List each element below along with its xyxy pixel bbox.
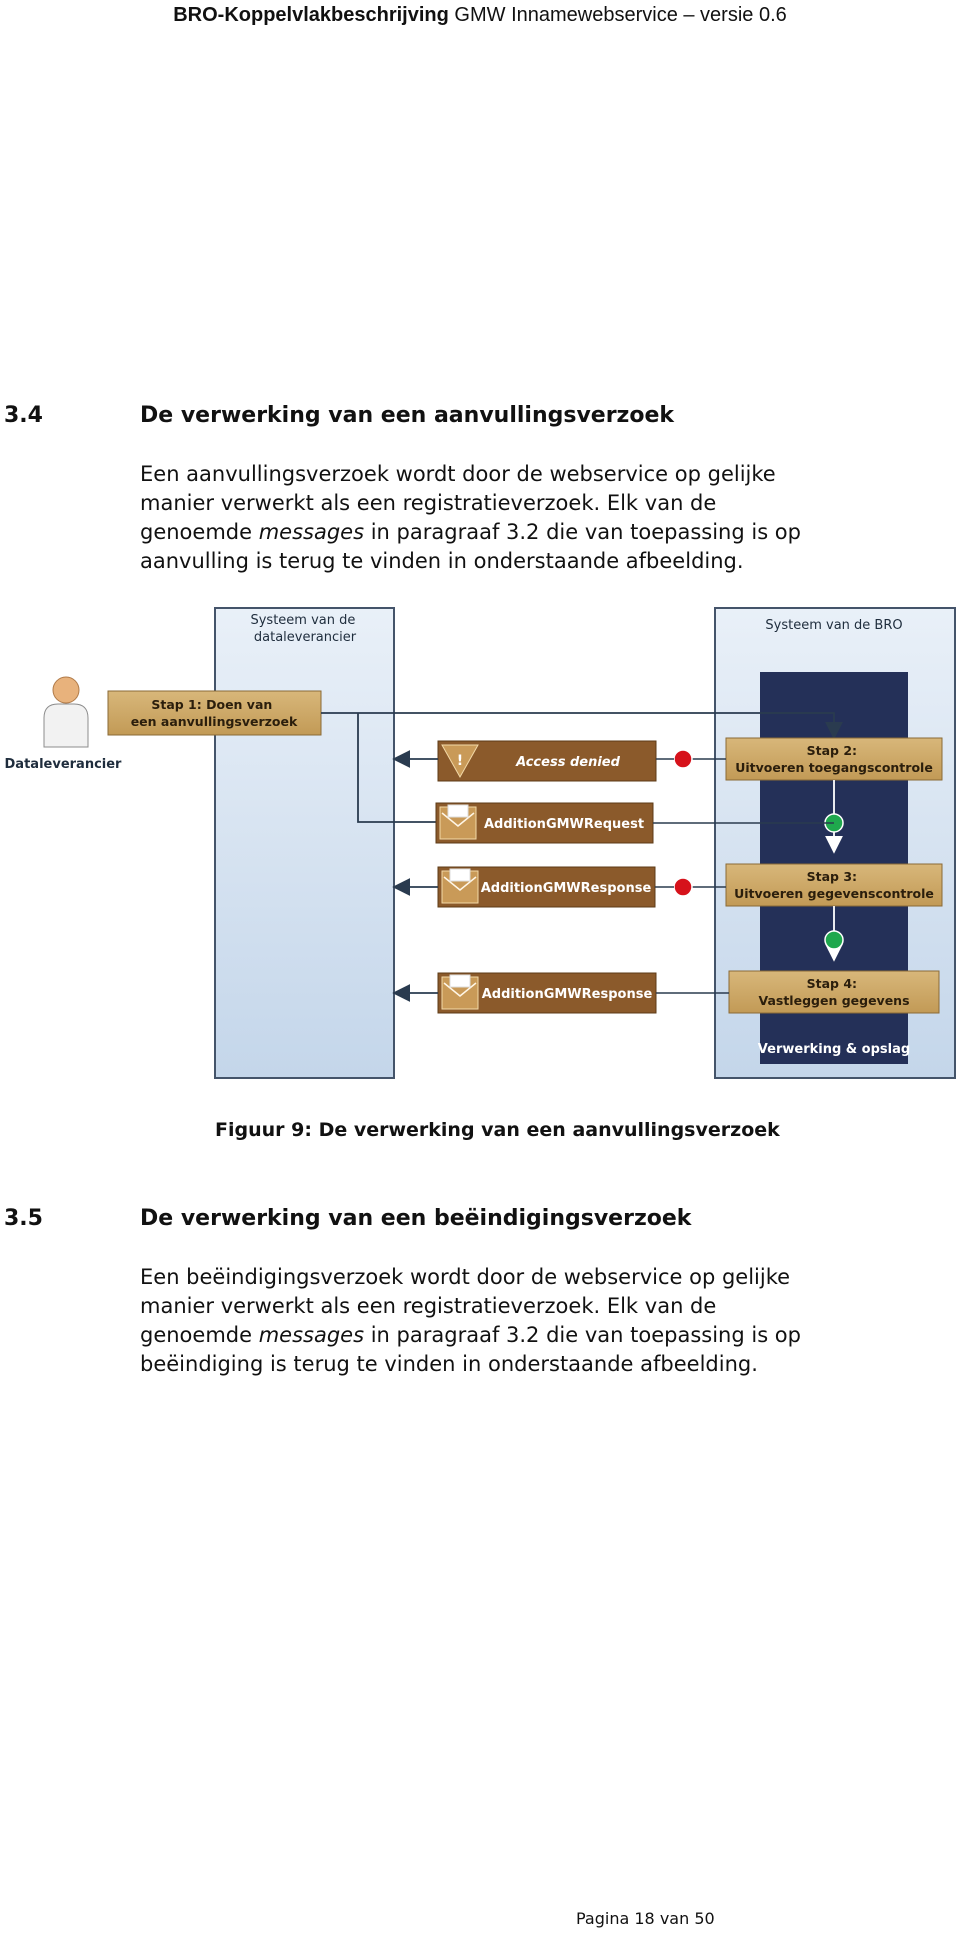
section-title: De verwerking van een aanvullingsverzoek bbox=[140, 403, 675, 428]
check-ok-icon bbox=[824, 930, 844, 950]
supplier-system-box bbox=[214, 607, 395, 1079]
envelope-icon bbox=[441, 974, 479, 1010]
svg-text:!: ! bbox=[457, 753, 463, 769]
paragraph-line: Een beëindigingsverzoek wordt door de we… bbox=[140, 1265, 791, 1289]
section-heading-3-5: 3.5 De verwerking van een beëindigingsver… bbox=[4, 1206, 691, 1231]
process-diagram: Systeem van de dataleverancier Systeem v… bbox=[5, 607, 956, 1079]
person-icon bbox=[43, 676, 89, 748]
paragraph-line: beëindiging is terug te vinden in onders… bbox=[140, 1352, 758, 1376]
access-denied-label: Access denied bbox=[515, 755, 621, 770]
bro-system-label: Systeem van de BRO bbox=[765, 618, 902, 633]
paragraph-line: genoemde messages in paragraaf 3.2 die v… bbox=[140, 520, 801, 544]
request-label: AdditionGMWRequest bbox=[484, 817, 644, 832]
step-3-box bbox=[725, 863, 943, 907]
section-number: 3.5 bbox=[4, 1206, 43, 1231]
step-4-label: Stap 4: Vastleggen gegevens bbox=[758, 976, 909, 1008]
paragraph-line: genoemde messages in paragraaf 3.2 die v… bbox=[140, 1323, 801, 1347]
page-header: BRO-Koppelvlakbeschrijving GMW Innameweb… bbox=[0, 4, 960, 27]
step-1-label: Stap 1: Doen van een aanvullingsverzoek bbox=[131, 697, 298, 729]
section-title: De verwerking van een beëindigingsverzoe… bbox=[140, 1206, 692, 1231]
step-3-label: Stap 3: Uitvoeren gegevenscontrole bbox=[734, 869, 934, 901]
check-fail-icon bbox=[673, 749, 693, 769]
actor-label: Dataleverancier bbox=[5, 757, 123, 772]
paragraph-line: manier verwerkt als een registratieverzo… bbox=[140, 491, 717, 515]
section-heading-3-4: 3.4 De verwerking van een aanvullingsverz… bbox=[4, 403, 674, 428]
header-title-bold: BRO-Koppelvlakbeschrijving bbox=[173, 4, 449, 26]
page-footer: Pagina 18 van 50 bbox=[576, 1909, 715, 1928]
envelope-icon bbox=[439, 804, 477, 840]
figure-caption: Figuur 9: De verwerking van een aanvulli… bbox=[215, 1119, 780, 1141]
supplier-system-label: Systeem van de dataleverancier bbox=[250, 613, 359, 645]
paragraph-line: manier verwerkt als een registratieverzo… bbox=[140, 1294, 717, 1318]
step-4-box bbox=[728, 970, 940, 1014]
paragraph-line: Een aanvullingsverzoek wordt door de web… bbox=[140, 462, 776, 486]
section-3-5-paragraph: Een beëindigingsverzoek wordt door de we… bbox=[140, 1263, 940, 1379]
step-1-box bbox=[107, 690, 322, 736]
processing-label: Verwerking & opslag bbox=[758, 1042, 910, 1057]
check-fail-icon bbox=[673, 877, 693, 897]
supplier-system-label-line-2: dataleverancier bbox=[254, 630, 357, 645]
step-2-label: Stap 2: Uitvoeren toegangscontrole bbox=[735, 743, 933, 775]
header-title-rest: GMW Innamewebservice – versie 0.6 bbox=[454, 4, 787, 26]
warning-icon: ! bbox=[441, 744, 479, 779]
section-number: 3.4 bbox=[4, 403, 43, 428]
request-branch-line bbox=[357, 713, 436, 823]
response-label-2: AdditionGMWResponse bbox=[482, 987, 653, 1002]
section-3-4-paragraph: Een aanvullingsverzoek wordt door de web… bbox=[140, 460, 940, 576]
response-label-1: AdditionGMWResponse bbox=[481, 881, 652, 896]
request-flow-line bbox=[321, 712, 843, 740]
paragraph-line: aanvulling is terug te vinden in onderst… bbox=[140, 549, 744, 573]
envelope-icon bbox=[441, 868, 479, 904]
